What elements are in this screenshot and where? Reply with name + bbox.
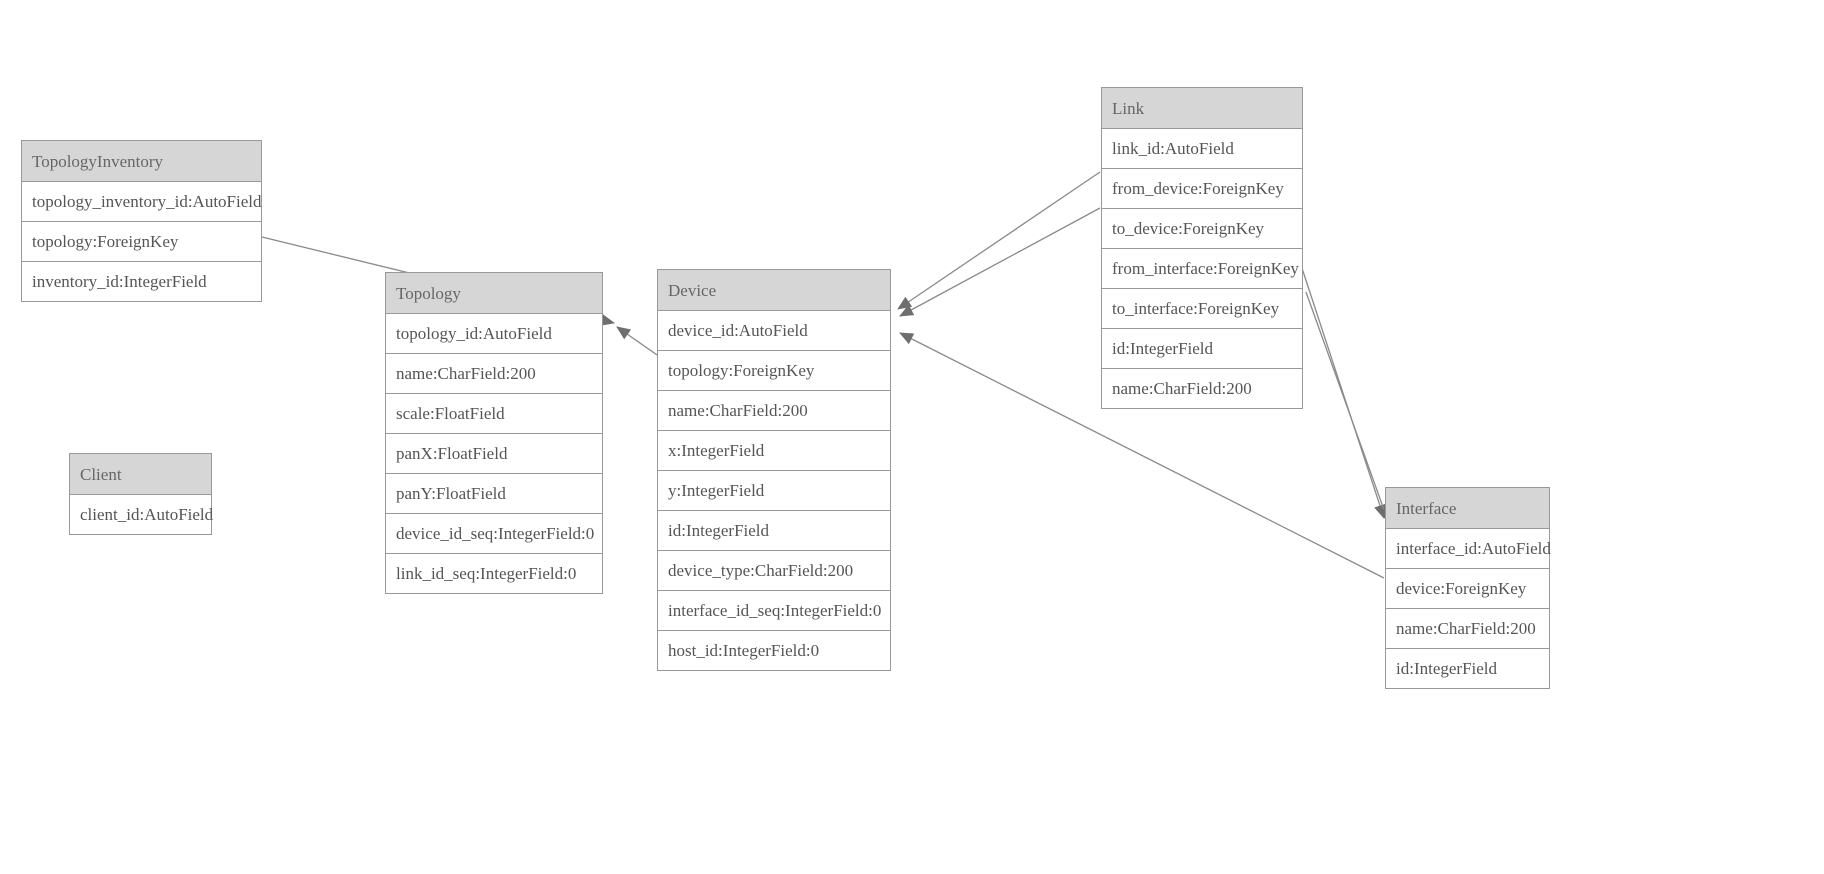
edge-link-to-interface bbox=[1305, 291, 1390, 522]
entity-title-topology: Topology bbox=[386, 273, 602, 314]
entity-topology[interactable]: Topology topology_id:AutoField name:Char… bbox=[385, 272, 603, 594]
entity-field: inventory_id:IntegerField bbox=[22, 262, 261, 301]
entity-title-topology-inventory: TopologyInventory bbox=[22, 141, 261, 182]
entity-field: name:CharField:200 bbox=[658, 391, 890, 431]
entity-field: device_id_seq:IntegerField:0 bbox=[386, 514, 602, 554]
entity-field: to_interface:ForeignKey bbox=[1102, 289, 1302, 329]
entity-interface[interactable]: Interface interface_id:AutoField device:… bbox=[1385, 487, 1551, 689]
entity-field: topology_id:AutoField bbox=[386, 314, 602, 354]
edge-link-to-device bbox=[899, 207, 1101, 317]
entity-field: scale:FloatField bbox=[386, 394, 602, 434]
entity-field: from_interface:ForeignKey bbox=[1102, 249, 1302, 289]
entity-device[interactable]: Device device_id:AutoField topology:Fore… bbox=[657, 269, 891, 671]
entity-field: host_id:IntegerField:0 bbox=[658, 631, 890, 670]
entity-title-interface: Interface bbox=[1386, 488, 1549, 529]
entity-field: name:CharField:200 bbox=[1102, 369, 1302, 408]
entity-field: device_type:CharField:200 bbox=[658, 551, 890, 591]
entity-link[interactable]: Link link_id:AutoField from_device:Forei… bbox=[1101, 87, 1303, 409]
entity-field: topology_inventory_id:AutoField bbox=[22, 182, 262, 222]
entity-field: link_id:AutoField bbox=[1102, 129, 1302, 169]
entity-field: panY:FloatField bbox=[386, 474, 602, 514]
entity-field: panX:FloatField bbox=[386, 434, 602, 474]
entity-field: name:CharField:200 bbox=[386, 354, 602, 394]
entity-topology-inventory[interactable]: TopologyInventory topology_inventory_id:… bbox=[21, 140, 262, 302]
entity-title-device: Device bbox=[658, 270, 890, 311]
entity-field: from_device:ForeignKey bbox=[1102, 169, 1302, 209]
entity-field: link_id_seq:IntegerField:0 bbox=[386, 554, 602, 593]
entity-field: topology:ForeignKey bbox=[658, 351, 890, 391]
edge-link-from-interface bbox=[1297, 255, 1386, 519]
entity-field: y:IntegerField bbox=[658, 471, 890, 511]
entity-field: device:ForeignKey bbox=[1386, 569, 1549, 609]
edge-device-topology bbox=[616, 326, 661, 358]
edge-link-from-device bbox=[897, 171, 1101, 310]
entity-client[interactable]: Client client_id:AutoField bbox=[69, 453, 213, 535]
entity-field: id:IntegerField bbox=[1386, 649, 1549, 688]
entity-field: device_id:AutoField bbox=[658, 311, 890, 351]
entity-field: interface_id:AutoField bbox=[1386, 529, 1551, 569]
entity-field: name:CharField:200 bbox=[1386, 609, 1549, 649]
entity-field: x:IntegerField bbox=[658, 431, 890, 471]
entity-field: id:IntegerField bbox=[1102, 329, 1302, 369]
entity-field: id:IntegerField bbox=[658, 511, 890, 551]
entity-field: topology:ForeignKey bbox=[22, 222, 261, 262]
entity-field: to_device:ForeignKey bbox=[1102, 209, 1302, 249]
entity-title-link: Link bbox=[1102, 88, 1302, 129]
entity-field: interface_id_seq:IntegerField:0 bbox=[658, 591, 890, 631]
entity-title-client: Client bbox=[70, 454, 211, 495]
entity-field: client_id:AutoField bbox=[70, 495, 213, 534]
